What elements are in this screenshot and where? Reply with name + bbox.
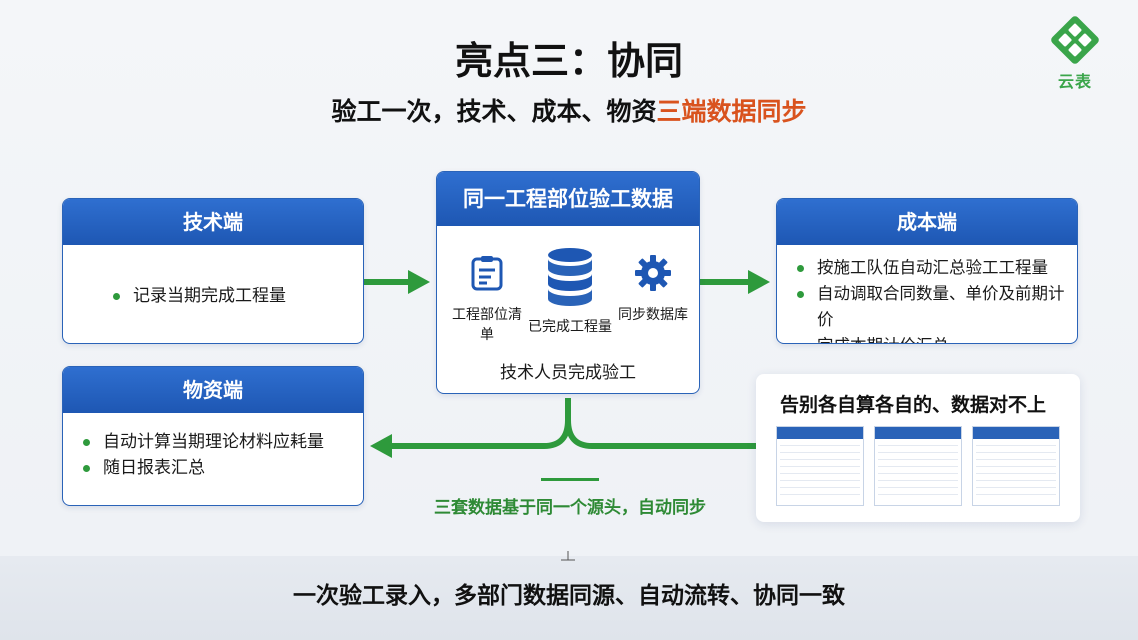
- arrow-center-to-material: [390, 398, 571, 449]
- tables-preview-box: 告别各自算各自的、数据对不上: [756, 374, 1080, 522]
- brand-logo: 云表: [1040, 12, 1110, 92]
- mini-table: [776, 426, 864, 506]
- list-item: 自动计算当期理论材料应耗量: [83, 429, 363, 455]
- center-card-title: 同一工程部位验工数据: [437, 172, 699, 226]
- tables-title: 告别各自算各自的、数据对不上: [780, 394, 1047, 416]
- sync-caption: 三套数据基于同一个源头，自动同步: [434, 498, 706, 518]
- mini-table: [874, 426, 962, 506]
- icon-label: 已完成工程量: [528, 319, 612, 335]
- tick-marker-icon: [561, 551, 575, 561]
- sync-underline: [541, 478, 599, 481]
- center-footer: 技术人员完成验工: [500, 363, 636, 383]
- logo-mark-icon: [1051, 16, 1099, 64]
- material-card: 物资端 自动计算当期理论材料应耗量 随日报表汇总: [62, 366, 364, 506]
- list-item: 自动调取合同数量、单价及前期计价: [797, 281, 1077, 333]
- clipboard-icon: [471, 256, 503, 291]
- mini-table: [972, 426, 1060, 506]
- database-icon: [548, 248, 592, 306]
- material-list: 自动计算当期理论材料应耗量 随日报表汇总: [63, 429, 363, 481]
- list-item: 随日报表汇总: [83, 455, 363, 481]
- list-item: 记录当期完成工程量: [113, 283, 363, 309]
- cost-card: 成本端 按施工队伍自动汇总验工工程量 自动调取合同数量、单价及前期计价 完成本期…: [776, 198, 1078, 344]
- tech-list: 记录当期完成工程量: [63, 283, 363, 309]
- icon-item-list: 工程部位清单: [447, 254, 527, 344]
- bottom-band: 一次验工录入，多部门数据同源、自动流转、协同一致: [0, 556, 1138, 640]
- page-title: 亮点三：协同: [454, 39, 683, 83]
- logo-text: 云表: [1057, 72, 1092, 91]
- subtitle-prefix: 验工一次，技术、成本、物资: [331, 97, 657, 126]
- arrow-head-icon: [370, 434, 392, 458]
- cost-card-title: 成本端: [777, 199, 1077, 245]
- cost-list: 按施工队伍自动汇总验工工程量 自动调取合同数量、单价及前期计价 完成本期计价汇总: [777, 255, 1077, 343]
- center-card: 同一工程部位验工数据 工程部位清单 已完成工程量: [436, 171, 700, 394]
- icon-label: 同步数据库: [618, 307, 688, 323]
- gear-icon: [635, 255, 671, 291]
- tech-card: 技术端 记录当期完成工程量: [62, 198, 364, 344]
- arrow-head-icon: [408, 270, 430, 294]
- list-item: 完成本期计价汇总: [817, 333, 1077, 343]
- bottom-summary: 一次验工录入，多部门数据同源、自动流转、协同一致: [293, 583, 845, 609]
- page-subtitle: 验工一次，技术、成本、物资三端数据同步: [0, 92, 1138, 128]
- subtitle-highlight: 三端数据同步: [656, 97, 807, 126]
- branch-to-tables: [565, 419, 756, 449]
- tech-card-title: 技术端: [63, 199, 363, 245]
- icon-item-database: 已完成工程量: [525, 246, 615, 336]
- list-item: 按施工队伍自动汇总验工工程量: [797, 255, 1077, 281]
- icon-item-sync: 同步数据库: [613, 254, 693, 324]
- icon-label: 工程部位清单: [452, 307, 522, 343]
- arrow-head-icon: [748, 270, 770, 294]
- material-card-title: 物资端: [63, 367, 363, 413]
